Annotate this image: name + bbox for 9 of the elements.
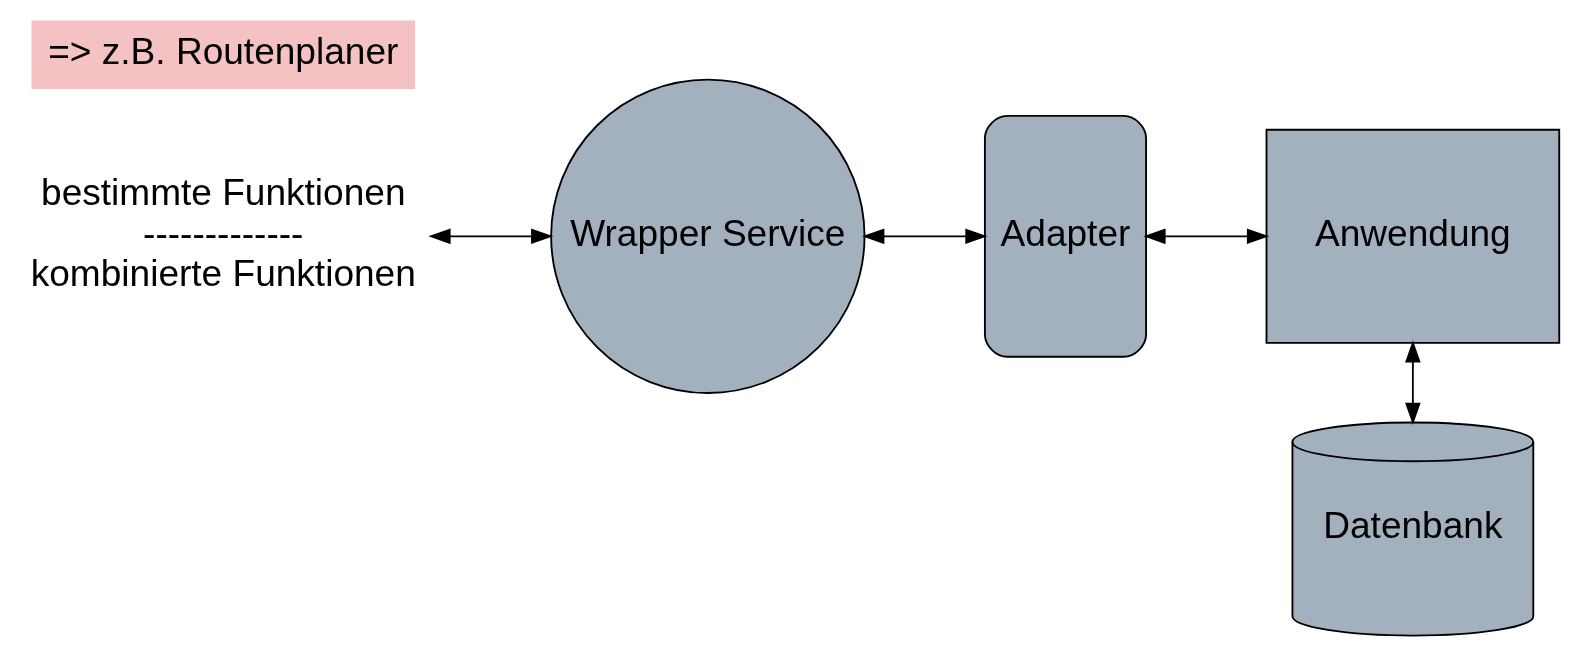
- node-circle: Wrapper Service: [550, 78, 866, 394]
- node-box: => z.B. Routenplaner: [31, 20, 416, 89]
- node-box: Adapter: [983, 114, 1147, 358]
- node-box: Anwendung: [1265, 128, 1561, 344]
- arrow: [1405, 339, 1421, 425]
- node-text: bestimmte Funktionen ------------- kombinierte Funktionen: [30, 170, 416, 294]
- arrow: [1143, 228, 1270, 244]
- arrow: [428, 228, 554, 244]
- arrow: [862, 228, 988, 244]
